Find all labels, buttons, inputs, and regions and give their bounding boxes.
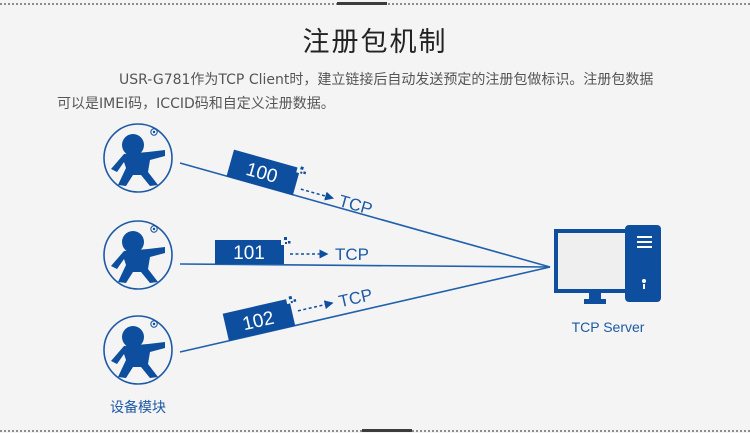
packet-2: 101 TCP [215,237,369,264]
packet-id-label: 101 [233,243,265,264]
device-3 [103,315,173,385]
desktop-computer-icon [554,225,661,304]
protocol-label: TCP [335,245,369,264]
protocol-label: TCP [337,191,375,218]
server-label: TCP Server [572,319,645,335]
device-mascot-icon [103,315,173,385]
diagram-title: 注册包机制 [302,27,448,58]
device-group-label: 设备模块 [110,399,166,416]
device-mascot-icon [103,220,173,290]
description-line-2: 可以是IMEI码，ICCID码和自定义注册数据。 [57,96,335,112]
bottom-border-accent [362,429,412,432]
device-2 [103,220,173,290]
protocol-label: TCP [337,285,374,311]
device-mascot-icon [103,123,173,193]
top-border-accent [337,2,387,5]
packet-3: 102 TCP [222,285,374,342]
device-1 [103,123,173,193]
packet-1: 100 TCP [226,149,375,219]
connection-line-2 [179,263,551,268]
description: USR-G781作为TCP Client时，建立链接后自动发送预定的注册包做标识… [57,68,707,116]
description-line-1: USR-G781作为TCP Client时，建立链接后自动发送预定的注册包做标识… [119,72,654,88]
